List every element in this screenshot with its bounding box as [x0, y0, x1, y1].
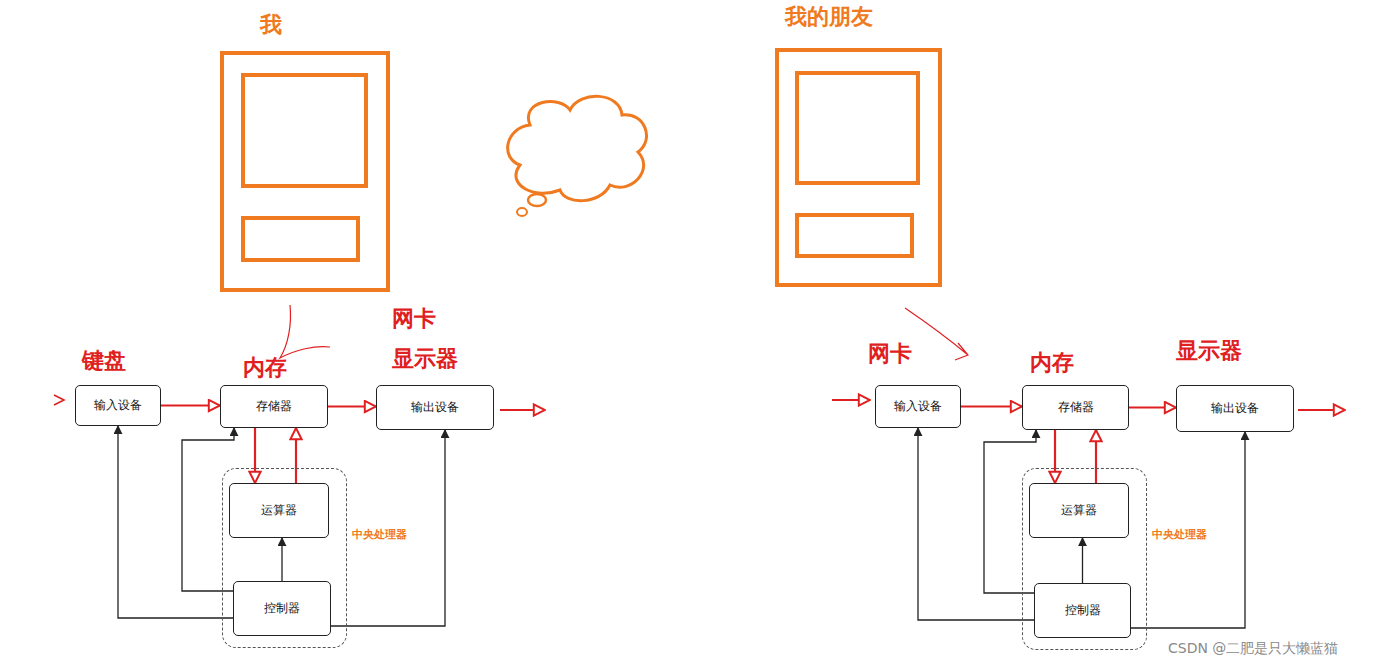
box-label: 运算器: [261, 502, 297, 519]
box-label: 控制器: [264, 600, 300, 617]
hardware-label: 键盘: [82, 350, 126, 372]
box-label: 输入设备: [94, 397, 142, 414]
box-label: 输入设备: [894, 398, 942, 415]
output-arrow: [500, 409, 545, 411]
data-flow-arrow: [1129, 406, 1176, 408]
control-line: [1082, 538, 1083, 583]
device-owner-label: 我的朋友: [785, 6, 873, 28]
input-device-box: 输入设备: [75, 385, 161, 426]
data-flow-arrow: [1054, 430, 1056, 483]
output-arrow: [1298, 409, 1345, 411]
controller-box: 控制器: [233, 581, 331, 636]
hardware-label: 显示器: [392, 348, 458, 370]
control-line: [331, 430, 445, 626]
input-arrow: [832, 399, 870, 401]
hardware-label: 网卡: [392, 308, 436, 330]
group-heading: 中央处理器: [1152, 527, 1207, 542]
phone-keypad: [797, 215, 912, 256]
input-arrow: [54, 395, 64, 405]
data-flow-arrow: [328, 405, 376, 407]
phone-keypad: [243, 218, 358, 260]
phone-outline: [222, 53, 388, 290]
phone-screen: [243, 75, 366, 186]
group-heading: 中央处理器: [352, 527, 407, 542]
data-flow-arrow: [254, 428, 256, 483]
device-owner-label: 我: [260, 14, 282, 36]
cloud-bubble: [517, 208, 527, 216]
watermark: CSDN @二肥是只大懒蓝猫: [1168, 641, 1338, 655]
data-flow-arrow: [161, 404, 220, 406]
cpu-group: 中央处理器运算器控制器: [222, 468, 347, 648]
box-label: 输出设备: [411, 399, 459, 416]
phone-screen: [797, 73, 918, 183]
hardware-label: 显示器: [1176, 340, 1242, 362]
hardware-label: 内存: [243, 357, 287, 379]
data-flow-arrow: [1095, 430, 1097, 483]
leader-scribble: [905, 308, 968, 360]
alu-box: 运算器: [229, 483, 329, 538]
control-line: [118, 426, 233, 618]
data-flow-arrow: [295, 428, 297, 483]
input-device-box: 输入设备: [875, 385, 961, 428]
memory-box: 存储器: [1022, 385, 1129, 430]
phone-outline: [777, 50, 940, 285]
output-device-box: 输出设备: [376, 385, 494, 430]
alu-box: 运算器: [1029, 483, 1129, 538]
box-label: 输出设备: [1211, 400, 1259, 417]
cpu-group: 中央处理器运算器控制器: [1022, 468, 1147, 650]
box-label: 运算器: [1061, 502, 1097, 519]
hardware-label: 网卡: [868, 343, 912, 365]
data-flow-arrow: [961, 405, 1022, 407]
control-line: [281, 538, 282, 581]
box-label: 存储器: [256, 398, 292, 415]
control-line: [1131, 432, 1245, 628]
control-line: [182, 428, 234, 591]
memory-box: 存储器: [220, 385, 328, 428]
box-label: 存储器: [1058, 399, 1094, 416]
leader-scribble: [280, 305, 330, 358]
output-device-box: 输出设备: [1176, 385, 1294, 432]
cloud-bubble: [528, 194, 546, 206]
box-label: 控制器: [1065, 602, 1101, 619]
speech-cloud: [508, 96, 647, 200]
controller-box: 控制器: [1034, 583, 1131, 638]
control-line: [918, 428, 1034, 620]
hardware-label: 内存: [1030, 352, 1074, 374]
